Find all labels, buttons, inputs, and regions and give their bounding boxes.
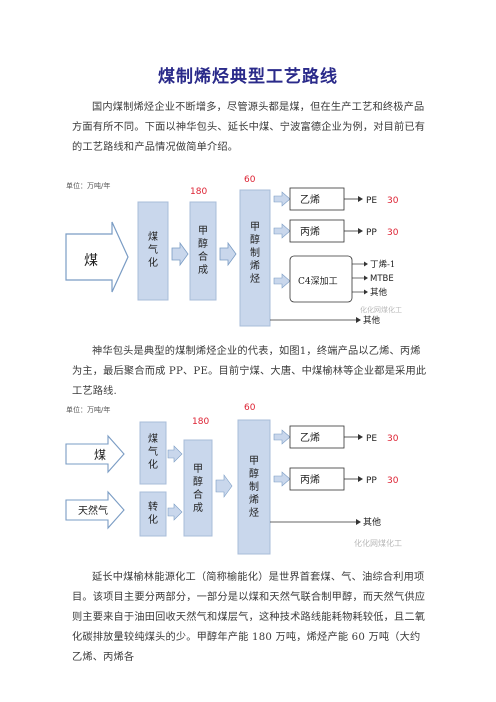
watermark-2: 化化网煤化工 bbox=[354, 538, 402, 548]
arrow-2b bbox=[167, 503, 183, 521]
other-label: 其他 bbox=[363, 315, 381, 326]
figure-2: 单位：万吨/年 煤 天然气 煤气化 转化 甲醇合成 180 甲醇制烯烃 60 bbox=[64, 400, 429, 560]
methanol-char-1: 甲 bbox=[198, 226, 208, 237]
methanol-label: 甲醇合成 bbox=[198, 226, 208, 276]
gasify-label: 煤气化 bbox=[148, 230, 158, 269]
ethylene-label: 乙烯 bbox=[300, 193, 320, 206]
methanol2-char-3: 合 bbox=[193, 488, 203, 501]
methanol-box bbox=[189, 201, 217, 301]
arrow-2c bbox=[215, 474, 233, 498]
other-c4-label: 其他 bbox=[370, 287, 388, 298]
gasify-char-2: 气 bbox=[148, 243, 158, 256]
gasify2-char-2: 气 bbox=[148, 445, 158, 458]
pp-label: PP bbox=[366, 228, 377, 238]
mto2-char-4: 烯 bbox=[249, 493, 259, 506]
mto2-char-3: 制 bbox=[249, 480, 259, 493]
c4-box bbox=[289, 255, 353, 303]
gas-label: 天然气 bbox=[78, 504, 108, 517]
mtbe-label: MTBE bbox=[370, 274, 394, 284]
arrow-propylene-2 bbox=[273, 471, 291, 487]
methanol-capacity: 180 bbox=[190, 187, 207, 197]
pe-capacity-2: 30 bbox=[387, 434, 399, 444]
unit-label: 单位：万吨/年 bbox=[66, 181, 110, 190]
methanol-char-2: 醇 bbox=[198, 237, 208, 250]
paragraph-2: 神华包头是典型的煤制烯烃企业的代表，如图1，终端产品以乙烯、丙烯为主，最后聚合而… bbox=[72, 346, 427, 397]
arrow-2 bbox=[219, 241, 237, 267]
arrow-propylene bbox=[273, 223, 291, 239]
page-title: 煤制烯烃典型工艺路线 bbox=[158, 67, 338, 87]
mto-char-5: 烃 bbox=[250, 272, 260, 285]
convert-char-1: 转 bbox=[148, 500, 158, 513]
mto-label: 甲醇制烯烃 bbox=[250, 222, 260, 285]
pe-label-2: PE bbox=[366, 434, 377, 444]
mto-box-2 bbox=[237, 419, 271, 555]
paragraph-3: 延长中煤榆林能源化工（简称榆能化）是世界首套煤、气、油综合利用项目。该项目主要分… bbox=[72, 572, 426, 663]
propylene-label-2: 丙烯 bbox=[300, 473, 320, 486]
coal-label: 煤 bbox=[84, 253, 98, 269]
arrow-1 bbox=[171, 241, 189, 267]
methanol-box-2 bbox=[183, 439, 213, 537]
gasify-box bbox=[137, 201, 169, 301]
intro-paragraph: 国内煤制烯烃企业不断增多，尽管源头都是煤，但在生产工艺和终极产品方面有所不同。下… bbox=[72, 102, 426, 153]
unit-label-2: 单位：万吨/年 bbox=[66, 405, 110, 414]
mto2-char-5: 烃 bbox=[249, 506, 259, 519]
pp-capacity-2: 30 bbox=[387, 476, 399, 486]
gasify-label-2: 煤气化 bbox=[148, 432, 158, 471]
convert-box bbox=[139, 491, 167, 537]
pe-capacity: 30 bbox=[387, 196, 399, 206]
methanol2-char-1: 甲 bbox=[193, 464, 203, 475]
coal-arrow bbox=[65, 221, 129, 293]
methanol-char-3: 合 bbox=[198, 250, 208, 263]
methanol-label-2: 甲醇合成 bbox=[193, 464, 203, 514]
mto-box bbox=[239, 189, 271, 327]
mto-char-4: 烯 bbox=[250, 259, 260, 272]
propylene-label: 丙烯 bbox=[300, 225, 320, 238]
arrow-ethylene bbox=[273, 191, 291, 207]
mto-label-2: 甲醇制烯烃 bbox=[249, 456, 259, 519]
convert-char-2: 化 bbox=[148, 513, 158, 526]
pp-capacity: 30 bbox=[387, 228, 399, 238]
mto-char-3: 制 bbox=[250, 246, 260, 259]
olefin-capacity: 60 bbox=[244, 175, 256, 185]
pe-label: PE bbox=[366, 196, 377, 206]
mto-char-2: 醇 bbox=[250, 233, 260, 246]
mto-char-1: 甲 bbox=[250, 222, 260, 233]
gasify-char-3: 化 bbox=[148, 256, 158, 269]
gasify2-char-1: 煤 bbox=[148, 432, 158, 445]
c4-label: C4深加工 bbox=[298, 276, 338, 287]
coal-label-2: 煤 bbox=[94, 448, 106, 462]
methanol-capacity-2: 180 bbox=[192, 417, 209, 427]
other-label-2: 其他 bbox=[363, 516, 381, 528]
gasify-char-1: 煤 bbox=[148, 230, 158, 243]
mto2-char-2: 醇 bbox=[249, 467, 259, 480]
butene-label: 丁烯-1 bbox=[370, 259, 395, 270]
arrow-2a bbox=[167, 445, 183, 463]
olefin-capacity-2: 60 bbox=[244, 403, 256, 413]
gasify-box-2 bbox=[139, 421, 167, 485]
coal-arrow-2 bbox=[65, 434, 125, 474]
pp-label-2: PP bbox=[366, 476, 377, 486]
gasify2-char-3: 化 bbox=[148, 458, 158, 471]
gas-arrow bbox=[65, 490, 125, 530]
figure-1: 单位：万吨/年 煤 煤气化 甲醇合成 180 甲醇制烯烃 60 乙烯 PE 30 bbox=[64, 172, 429, 334]
convert-label: 转化 bbox=[148, 500, 158, 526]
methanol2-char-4: 成 bbox=[193, 502, 203, 514]
methanol-char-4: 成 bbox=[198, 264, 208, 276]
mto2-char-1: 甲 bbox=[249, 456, 259, 467]
watermark-1: 化化网煤化工 bbox=[360, 305, 402, 314]
arrow-c4 bbox=[273, 273, 291, 289]
arrow-ethylene-2 bbox=[273, 429, 291, 445]
methanol2-char-2: 醇 bbox=[193, 475, 203, 488]
ethylene-label-2: 乙烯 bbox=[300, 431, 320, 444]
